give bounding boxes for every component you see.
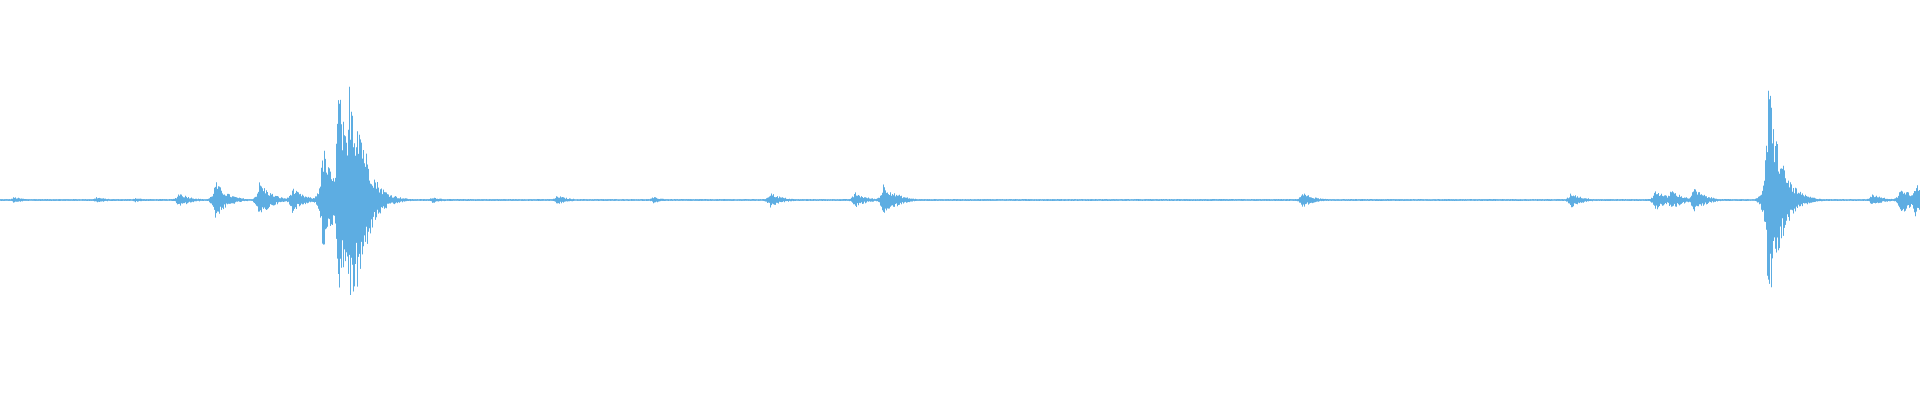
waveform-samples	[0, 86, 1920, 295]
waveform-series	[0, 86, 1920, 295]
